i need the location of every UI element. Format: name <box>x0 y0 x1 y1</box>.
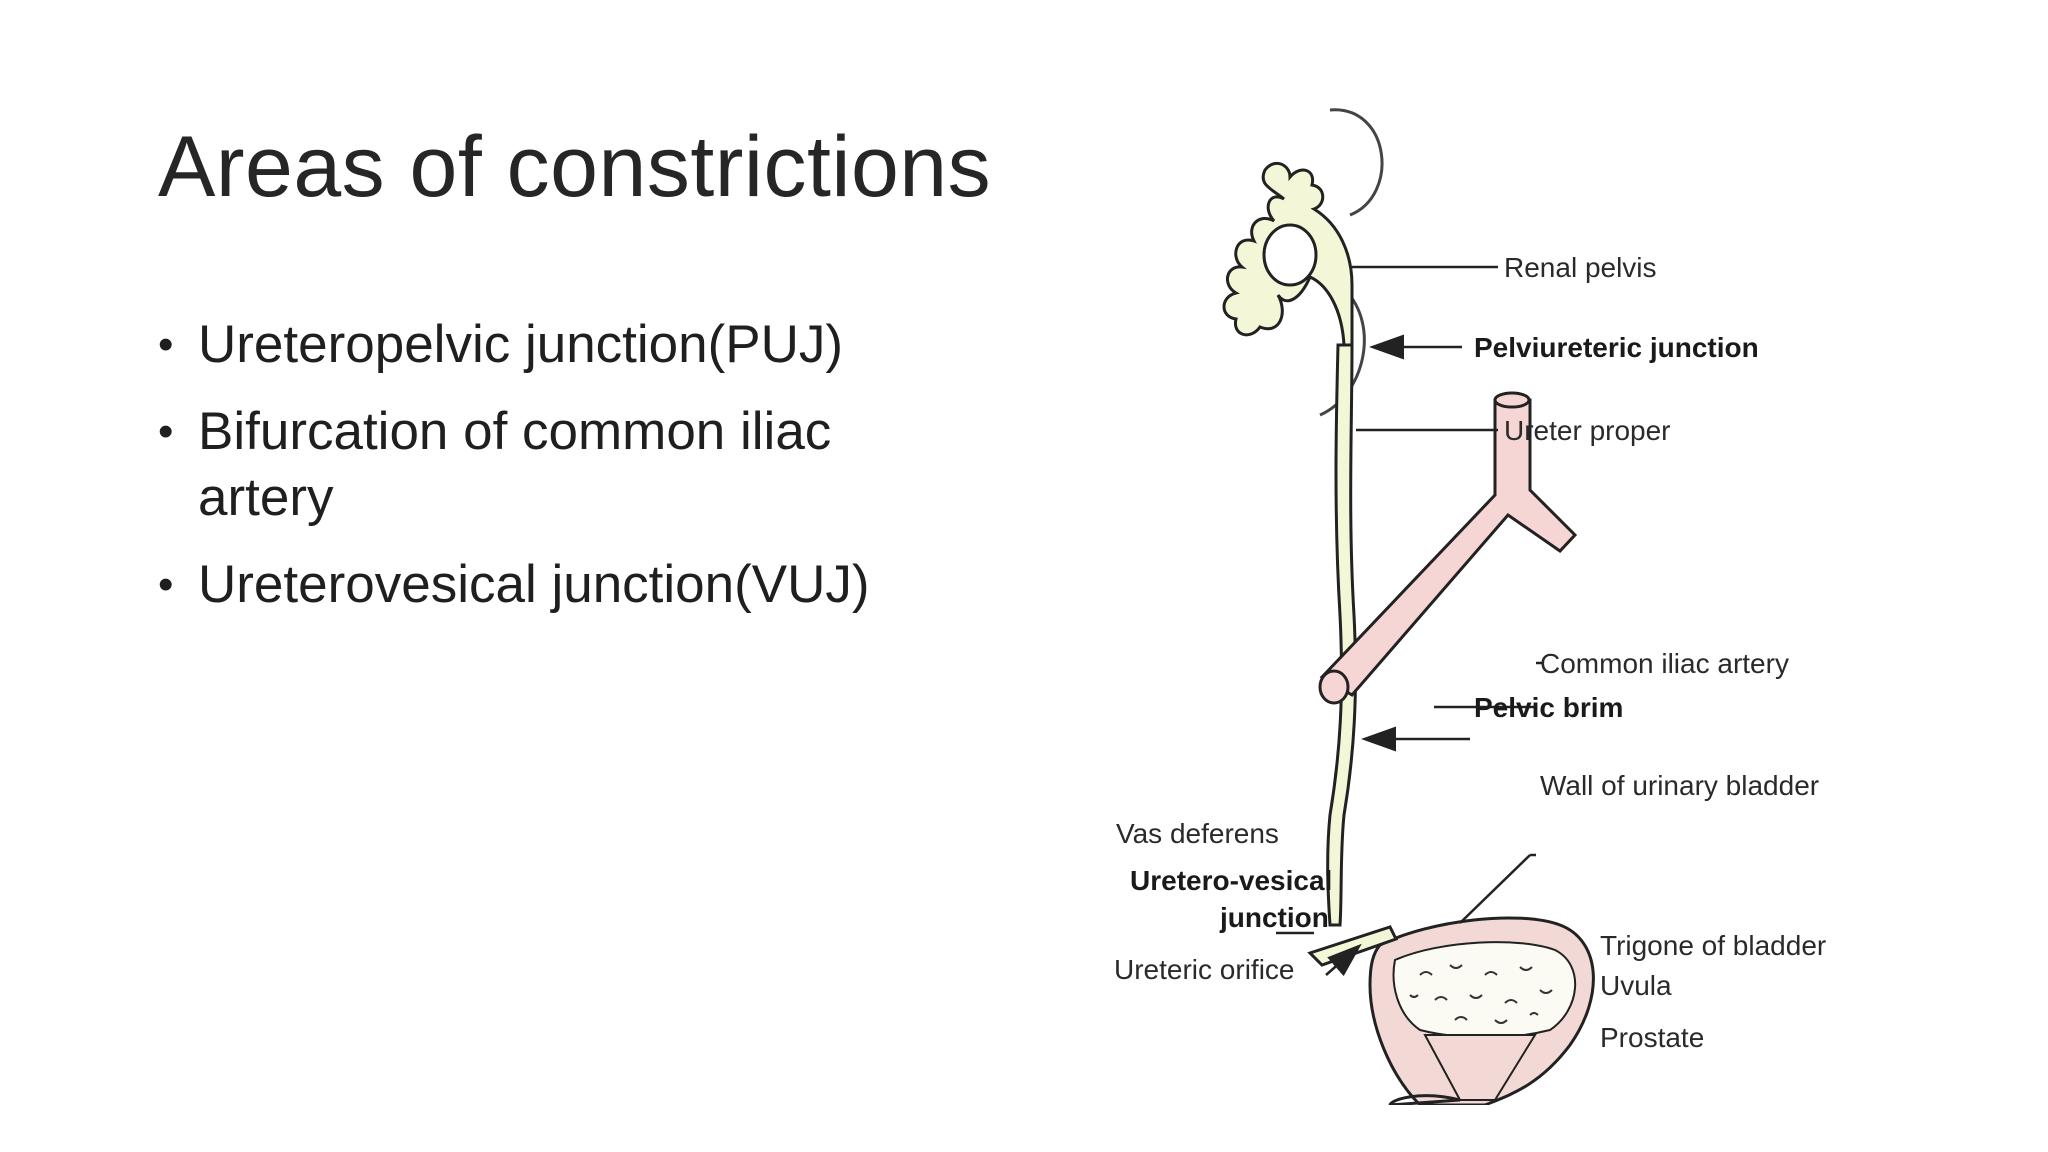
trigone-of-bladder-shape <box>1423 1034 1537 1101</box>
bullet-item: • Bifurcation of common iliac artery <box>158 399 938 531</box>
label-vas-deferens: Vas deferens <box>1116 818 1279 849</box>
bullet-item: • Ureterovesical junction(VUJ) <box>158 552 938 618</box>
bullet-dot-icon: • <box>158 407 174 456</box>
label-ureter-proper: Ureter proper <box>1504 415 1671 446</box>
bullet-text: Ureterovesical junction(VUJ) <box>198 555 870 614</box>
kidney-lower-pole-outline <box>1319 288 1366 417</box>
renal-calyx-cup <box>1262 223 1318 287</box>
prostate-shape <box>1388 1094 1461 1105</box>
bullet-text: Bifurcation of common iliac artery <box>198 402 832 527</box>
bullet-dot-icon: • <box>158 320 174 369</box>
label-junction: junction <box>1219 902 1329 933</box>
label-pelviureteric-junction: Pelviureteric junction <box>1474 332 1759 363</box>
bullet-text: Ureteropelvic junction(PUJ) <box>198 315 844 374</box>
ureter-tube <box>1326 343 1358 927</box>
label-ureteric-orifice: Ureteric orifice <box>1114 954 1294 985</box>
slide-title: Areas of constrictions <box>158 119 992 215</box>
label-pelvic-brim: Pelvic brim <box>1474 692 1623 723</box>
kidney-upper-pole-outline <box>1329 108 1384 217</box>
leader-lines <box>1276 265 1542 977</box>
artery-top-opening <box>1493 391 1531 409</box>
label-common-iliac-artery: Common iliac artery <box>1540 648 1789 679</box>
label-renal-pelvis: Renal pelvis <box>1504 252 1657 283</box>
bullet-list: • Ureteropelvic junction(PUJ) • Bifurcatio… <box>158 312 938 639</box>
bullet-item: • Ureteropelvic junction(PUJ) <box>158 312 938 378</box>
label-trigone-of-bladder: Trigone of bladder <box>1600 930 1826 961</box>
label-wall-of-urinary-bladder: Wall of urinary bladder <box>1540 770 1819 801</box>
bladder-lumen <box>1392 941 1577 1039</box>
bullet-dot-icon: • <box>158 560 174 609</box>
ureter-anatomy-diagram: Renal pelvis Pelviureteric junction Uret… <box>1114 108 1826 1105</box>
bladder-mucosa-texture <box>1409 964 1553 1024</box>
artery-cut-end <box>1318 669 1350 705</box>
label-prostate: Prostate <box>1600 1022 1704 1053</box>
label-uretero-vesical: Uretero-vesical <box>1130 865 1332 896</box>
label-uvula: Uvula <box>1600 970 1672 1001</box>
